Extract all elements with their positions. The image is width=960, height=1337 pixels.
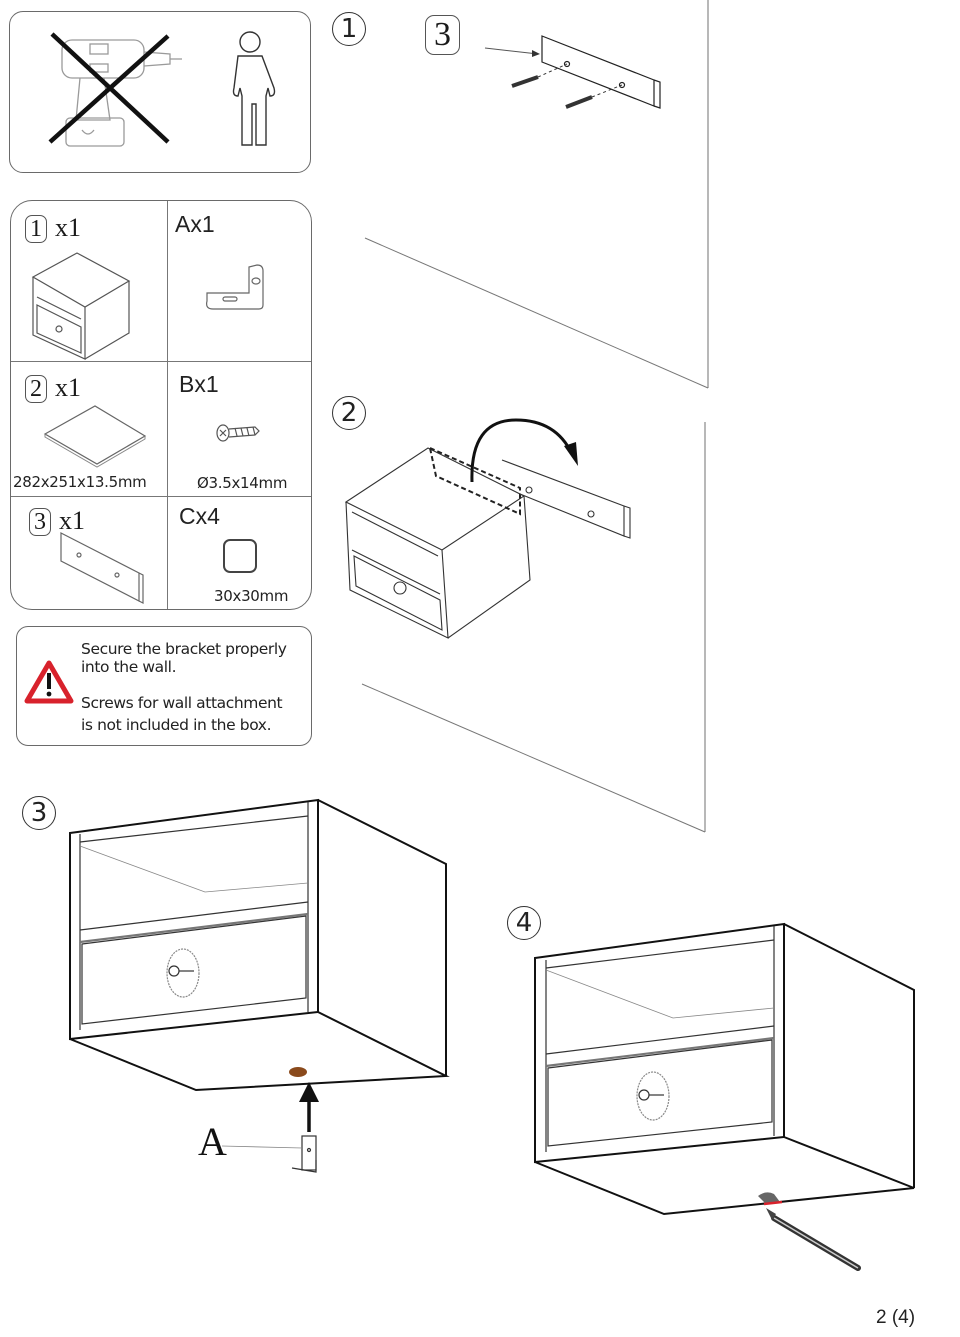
safety-panel <box>9 11 311 173</box>
wall-bracket-panel-icon <box>60 532 144 604</box>
divider <box>11 361 311 362</box>
cabinet <box>344 447 531 639</box>
part-1-label: 1 x1 <box>25 213 81 243</box>
parts-list: 1 x1 Ax1 2 x1 282x251x13.5mm Bx1 <box>10 200 312 610</box>
one-person-icon <box>232 31 276 146</box>
part-qty: x1 <box>59 506 85 535</box>
step-2-number: 2 <box>332 396 366 430</box>
wood-plug <box>289 1067 307 1077</box>
warning-panel: Secure the bracket properly into the wal… <box>16 626 312 746</box>
warning-line-4: is not included in the box. <box>81 716 272 734</box>
part-tag: 3 <box>425 15 460 55</box>
part-2-dimensions: 282x251x13.5mm <box>13 473 147 491</box>
hardware-b-dimensions: Ø3.5x14mm <box>197 474 288 492</box>
hardware-c-dimensions: 30x30mm <box>214 587 289 605</box>
angle-bracket-a <box>291 1135 317 1173</box>
warning-line-2: into the wall. <box>81 658 177 676</box>
shelf-panel-icon <box>43 405 147 468</box>
part-tag: 3 <box>29 508 51 536</box>
page-number: 2 (4) <box>876 1307 916 1328</box>
divider <box>167 201 168 609</box>
step-3-number: 3 <box>22 796 56 830</box>
pencil-icon <box>766 1208 861 1271</box>
cabinet-icon <box>31 252 131 360</box>
step-3-part-callout: A <box>198 1119 227 1164</box>
felt-pad <box>758 1192 780 1204</box>
part-tag: 1 <box>25 215 47 243</box>
part-tag: 2 <box>25 375 47 403</box>
step-1-illustration <box>364 0 709 389</box>
step-1-part-callout: 3 <box>425 15 460 55</box>
no-power-drill-icon <box>48 32 182 147</box>
step-4-number: 4 <box>507 906 541 940</box>
step-4-illustration <box>534 922 915 1271</box>
hardware-a-label: Ax1 <box>175 211 215 237</box>
wall-bracket <box>541 35 661 109</box>
hardware-c-label: Cx4 <box>179 503 220 529</box>
angle-bracket-icon <box>206 264 264 310</box>
wall-screw <box>511 63 623 109</box>
part-qty: x1 <box>55 373 81 402</box>
step-3-illustration <box>69 798 450 1173</box>
hardware-b-label: Bx1 <box>179 371 219 397</box>
warning-line-1: Secure the bracket properly <box>81 640 287 658</box>
part-3-label: 3 x1 <box>29 506 85 536</box>
divider <box>11 496 311 497</box>
part-2-label: 2 x1 <box>25 373 81 403</box>
step-2-illustration <box>344 418 706 833</box>
warning-triangle-icon <box>24 660 74 704</box>
felt-pad-icon <box>223 539 257 573</box>
screw-icon <box>216 424 260 442</box>
step-1-number: 1 <box>332 12 366 46</box>
warning-line-3: Screws for wall attachment <box>81 694 283 712</box>
part-qty: x1 <box>55 213 81 242</box>
